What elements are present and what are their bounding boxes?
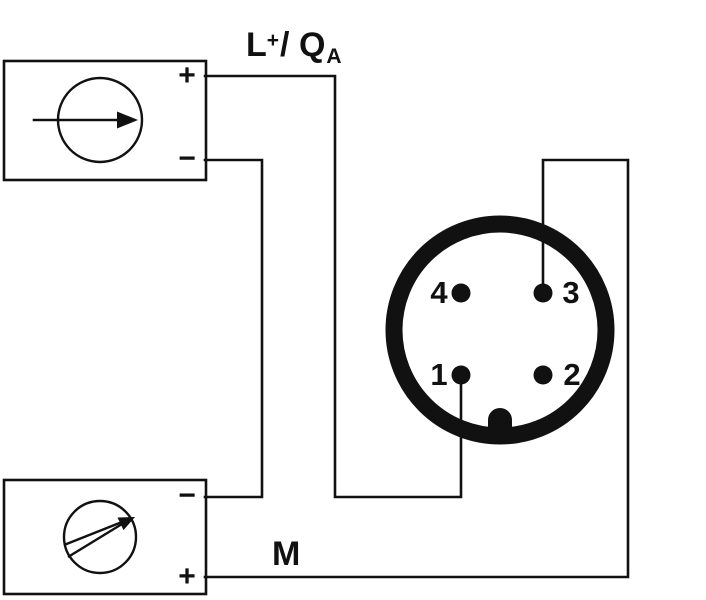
load-plus-terminal: + — [178, 560, 196, 593]
connector-pin-4 — [451, 283, 471, 303]
wire-load-plus-m-to-pin3 — [203, 158, 630, 579]
supply-label-superscript: + — [266, 29, 281, 52]
supply-label-slash: / — [280, 26, 299, 64]
connector-face — [451, 283, 553, 442]
wire-source-minus-to-load-minus — [203, 158, 264, 499]
connector-ring — [385, 215, 615, 445]
source-box-outline — [2, 59, 208, 182]
supply-label-base: L — [246, 26, 267, 64]
connector-pin-3 — [533, 283, 553, 303]
wire-supply-lplus-qa-to-pin1 — [203, 74, 463, 499]
connector-pin-1 — [451, 365, 471, 385]
meter-needle-lower — [67, 522, 123, 559]
meter-symbol — [62, 499, 138, 575]
ground-line-label: M — [272, 535, 301, 573]
load-box-outline — [2, 478, 208, 596]
meter-needle-upper — [63, 520, 123, 547]
supply-label-subscript: A — [326, 45, 342, 68]
connector-keying-notch — [488, 408, 512, 442]
source-plus-terminal: + — [178, 59, 196, 92]
supply-output-line-label: L+/ QA — [246, 28, 342, 67]
load-minus-terminal: − — [178, 479, 196, 512]
pin-label-4: 4 — [430, 275, 448, 310]
source-minus-terminal: − — [178, 142, 196, 175]
source-arrow-head — [117, 111, 138, 129]
pin-label-1: 1 — [430, 357, 448, 392]
supply-label-q: Q — [298, 26, 326, 64]
meter-circle — [62, 499, 138, 575]
pin-label-2: 2 — [563, 357, 581, 392]
dc-source-symbol — [32, 76, 144, 164]
pin-label-3: 3 — [562, 275, 580, 310]
meter-arrow-head — [117, 517, 135, 531]
connector-pin-2 — [533, 365, 553, 385]
